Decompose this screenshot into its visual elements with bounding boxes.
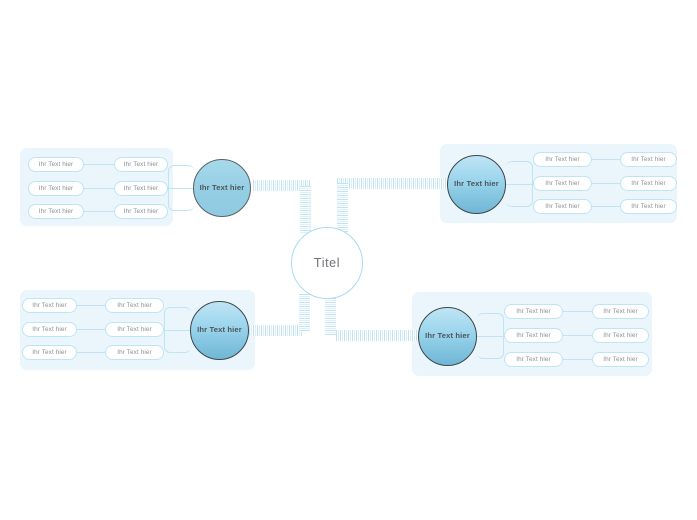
connector-band-top-right-horizontal (337, 178, 447, 189)
leaf-link-bottom-left-3 (77, 352, 105, 353)
node-l1-bottom-left-1[interactable]: Ihr Text hier (105, 298, 164, 313)
node-label: Ihr Text hier (631, 203, 666, 210)
node-l1-bottom-right-3[interactable]: Ihr Text hier (504, 352, 563, 367)
node-label: Ihr Text hier (32, 302, 67, 309)
node-label: Ihr Text hier (545, 203, 580, 210)
node-label: Ihr Text hier (123, 208, 159, 215)
branch-circle-top-left[interactable]: Ihr Text hier (193, 159, 251, 217)
node-label: Ihr Text hier (117, 326, 152, 333)
leaf-link-top-right-3 (592, 206, 620, 207)
node-label: Ihr Text hier (516, 332, 551, 339)
center-node[interactable]: Titel (291, 227, 363, 299)
node-label: Ihr Text hier (545, 156, 580, 163)
leaf-link-bottom-left-2 (77, 329, 105, 330)
node-l2-top-left-1[interactable]: Ihr Text hier (28, 157, 84, 172)
branch-circle-label: Ihr Text hier (425, 331, 470, 341)
node-l1-top-left-2[interactable]: Ihr Text hier (114, 181, 168, 196)
node-label: Ihr Text hier (631, 156, 666, 163)
node-l2-bottom-right-3[interactable]: Ihr Text hier (592, 352, 649, 367)
node-l1-top-right-1[interactable]: Ihr Text hier (533, 152, 592, 167)
node-label: Ihr Text hier (123, 161, 159, 168)
branch-circle-label: Ihr Text hier (454, 179, 499, 189)
branch-circle-bottom-right[interactable]: Ihr Text hier (418, 307, 477, 366)
node-l2-bottom-left-3[interactable]: Ihr Text hier (22, 345, 77, 360)
branch-circle-label: Ihr Text hier (199, 182, 245, 192)
node-l1-bottom-right-1[interactable]: Ihr Text hier (504, 304, 563, 319)
node-label: Ihr Text hier (545, 180, 580, 187)
node-l1-bottom-right-2[interactable]: Ihr Text hier (504, 328, 563, 343)
node-label: Ihr Text hier (38, 208, 74, 215)
center-node-label: Titel (313, 256, 341, 270)
leaf-link-top-right-2 (592, 183, 620, 184)
branch-stem-top-left (168, 188, 194, 189)
node-l1-top-left-3[interactable]: Ihr Text hier (114, 204, 168, 219)
branch-circle-top-right[interactable]: Ihr Text hier (447, 155, 506, 214)
node-label: Ihr Text hier (603, 332, 638, 339)
node-l2-top-left-3[interactable]: Ihr Text hier (28, 204, 84, 219)
node-l2-bottom-left-2[interactable]: Ihr Text hier (22, 322, 77, 337)
node-label: Ihr Text hier (117, 349, 152, 356)
node-label: Ihr Text hier (603, 308, 638, 315)
node-label: Ihr Text hier (32, 349, 67, 356)
leaf-link-top-left-2 (84, 188, 114, 189)
node-l1-top-right-3[interactable]: Ihr Text hier (533, 199, 592, 214)
leaf-link-bottom-right-3 (563, 359, 592, 360)
node-l1-bottom-left-3[interactable]: Ihr Text hier (105, 345, 164, 360)
branch-stem-bottom-left (164, 330, 191, 331)
connector-band-top-left-vertical (300, 186, 311, 234)
connector-band-top-right-vertical (337, 183, 348, 233)
leaf-link-bottom-right-2 (563, 335, 592, 336)
branch-circle-label: Ihr Text hier (197, 325, 242, 335)
connector-band-bottom-left-vertical (299, 294, 310, 332)
connector-band-bottom-right-horizontal (336, 330, 428, 341)
node-label: Ihr Text hier (38, 161, 74, 168)
node-l2-bottom-left-1[interactable]: Ihr Text hier (22, 298, 77, 313)
node-l2-top-left-2[interactable]: Ihr Text hier (28, 181, 84, 196)
leaf-link-top-left-1 (84, 164, 114, 165)
node-l2-bottom-right-1[interactable]: Ihr Text hier (592, 304, 649, 319)
node-label: Ihr Text hier (631, 180, 666, 187)
node-l1-top-left-1[interactable]: Ihr Text hier (114, 157, 168, 172)
leaf-link-bottom-left-1 (77, 305, 105, 306)
node-label: Ihr Text hier (516, 308, 551, 315)
node-l1-top-right-2[interactable]: Ihr Text hier (533, 176, 592, 191)
node-label: Ihr Text hier (32, 326, 67, 333)
node-label: Ihr Text hier (603, 356, 638, 363)
leaf-link-top-right-1 (592, 159, 620, 160)
connector-band-top-left-horizontal (253, 180, 311, 191)
node-l2-top-right-2[interactable]: Ihr Text hier (620, 176, 677, 191)
node-label: Ihr Text hier (516, 356, 551, 363)
node-l2-top-right-1[interactable]: Ihr Text hier (620, 152, 677, 167)
node-l1-bottom-left-2[interactable]: Ihr Text hier (105, 322, 164, 337)
node-label: Ihr Text hier (117, 302, 152, 309)
connector-band-bottom-right-vertical (325, 294, 336, 336)
branch-stem-bottom-right (477, 336, 504, 337)
leaf-link-top-left-3 (84, 211, 114, 212)
node-label: Ihr Text hier (38, 185, 74, 192)
connector-band-bottom-left-horizontal (245, 325, 303, 336)
branch-circle-bottom-left[interactable]: Ihr Text hier (190, 301, 249, 360)
branch-stem-top-right (506, 184, 533, 185)
leaf-link-bottom-right-1 (563, 311, 592, 312)
node-l2-bottom-right-2[interactable]: Ihr Text hier (592, 328, 649, 343)
node-label: Ihr Text hier (123, 185, 159, 192)
node-l2-top-right-3[interactable]: Ihr Text hier (620, 199, 677, 214)
